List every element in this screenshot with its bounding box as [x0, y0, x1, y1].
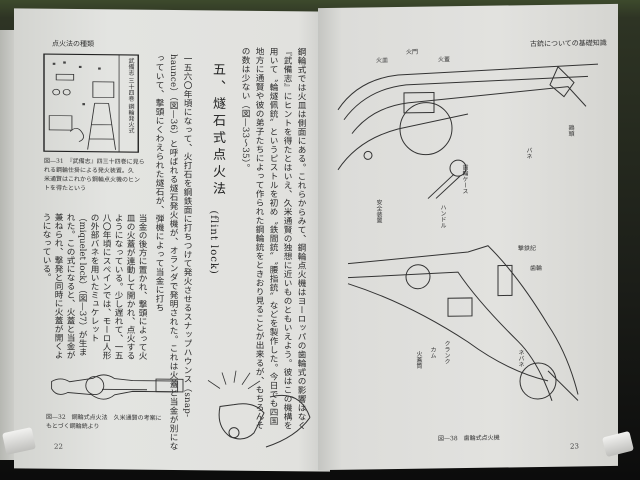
- flint-spark-illustration: [207, 370, 311, 448]
- running-header: 古銃についての基礎知識: [530, 39, 607, 49]
- section-heading: 五、燧石式点火法: [210, 62, 225, 199]
- label-gekitetsu: 撃鉄記: [518, 245, 537, 253]
- upper-wheellock-diagram: [337, 63, 599, 199]
- label-wheel-case: 歯輪ケース: [461, 164, 468, 195]
- label-crank: クランク: [443, 340, 450, 365]
- text-column: っていて、撃頭にくわえられた燧石が、弾機によって当金に打ち: [154, 53, 164, 313]
- text-column: 鋼輪式では火皿は側面にある。これらからみて、鋼輪点火機はヨーロッパの歯輪式の影響…: [296, 47, 306, 431]
- right-page: 古銃についての基礎知識 火皿 火門 火蓋 鶏頭 バネ 歯輪ケース 安全装置 ハン…: [318, 3, 618, 471]
- text-column: 用いて〝輪燧佩銃〟というピストルを初め〝鉄間銃〟〝腰指銃〟などを製作した。今日で…: [268, 47, 278, 426]
- label-hizara: 火皿: [376, 57, 389, 65]
- label-hibuta-tsutsu: 火蓋筒: [415, 350, 422, 369]
- text-column: 地方に通賢や彼の弟子たちによって作られた鋼輪銃をときおり見ることが出来るが、もち…: [254, 46, 264, 430]
- label-himon: 火門: [406, 48, 419, 56]
- label-hibuta: 火蓋: [438, 56, 451, 64]
- label-bane: バネ: [525, 147, 532, 160]
- text-column: 『武備志』にヒントを得たとはいえ、久米通賢の独想に近いものともいえよう。彼はこの…: [282, 47, 292, 430]
- paragraph-2-lower: 当金の後方に置かれ、撃頭によって火皿の火蓋が連動して開かれ、点火するようになって…: [40, 213, 148, 364]
- left-page: 点火法の種類 武備志 三十四巻 鋼輪発火式 図—31 『武備志』四三十四巻に見ら…: [14, 8, 330, 472]
- page-number: 23: [570, 442, 579, 451]
- figure-32-wheellock-gun: [51, 374, 184, 400]
- section-heading-english: (flint lock): [208, 210, 219, 275]
- label-handle: ハンドル: [439, 204, 446, 229]
- caption-line: トを得たという: [44, 184, 87, 193]
- text-column: の数は少ない（図—33〜35）。: [240, 46, 250, 173]
- label-safety: 安全装置: [375, 199, 382, 224]
- figure-caption: 図—38 歯輪式点火機: [438, 434, 500, 443]
- figure-32-caption: 図—32 鋼輪式点火法 久米通賢の考案に もとづく鋼輪銃より: [46, 413, 164, 432]
- caption-line: もとづく鋼輪銃より: [46, 422, 100, 431]
- lower-wheellock-diagram: [347, 245, 579, 401]
- running-header: 点火法の種類: [52, 39, 94, 49]
- label-shirin: 歯輪: [530, 264, 543, 273]
- label-nebane: ネバネ: [517, 349, 524, 368]
- figure-31-inscription: 武備志 三十四巻 鋼輪発火式: [127, 57, 134, 134]
- label-cam: カム: [429, 346, 436, 359]
- book-page-edges: [0, 30, 18, 460]
- page-number: 22: [54, 442, 63, 451]
- figure-31-caption: 図—31 『武備志』四三十四巻に見ら れる鋼輪仕掛による発火装置。久 米通賢はこ…: [44, 157, 146, 194]
- figure-31-illustration: [43, 53, 139, 153]
- label-keito: 鶏頭: [567, 124, 574, 137]
- text-column: 一五六〇年頃になって、火打石を鋼鉄面に打ちつけて発火させるスナップハウンス（sn…: [182, 54, 192, 418]
- text-line: なっている。: [41, 229, 51, 282]
